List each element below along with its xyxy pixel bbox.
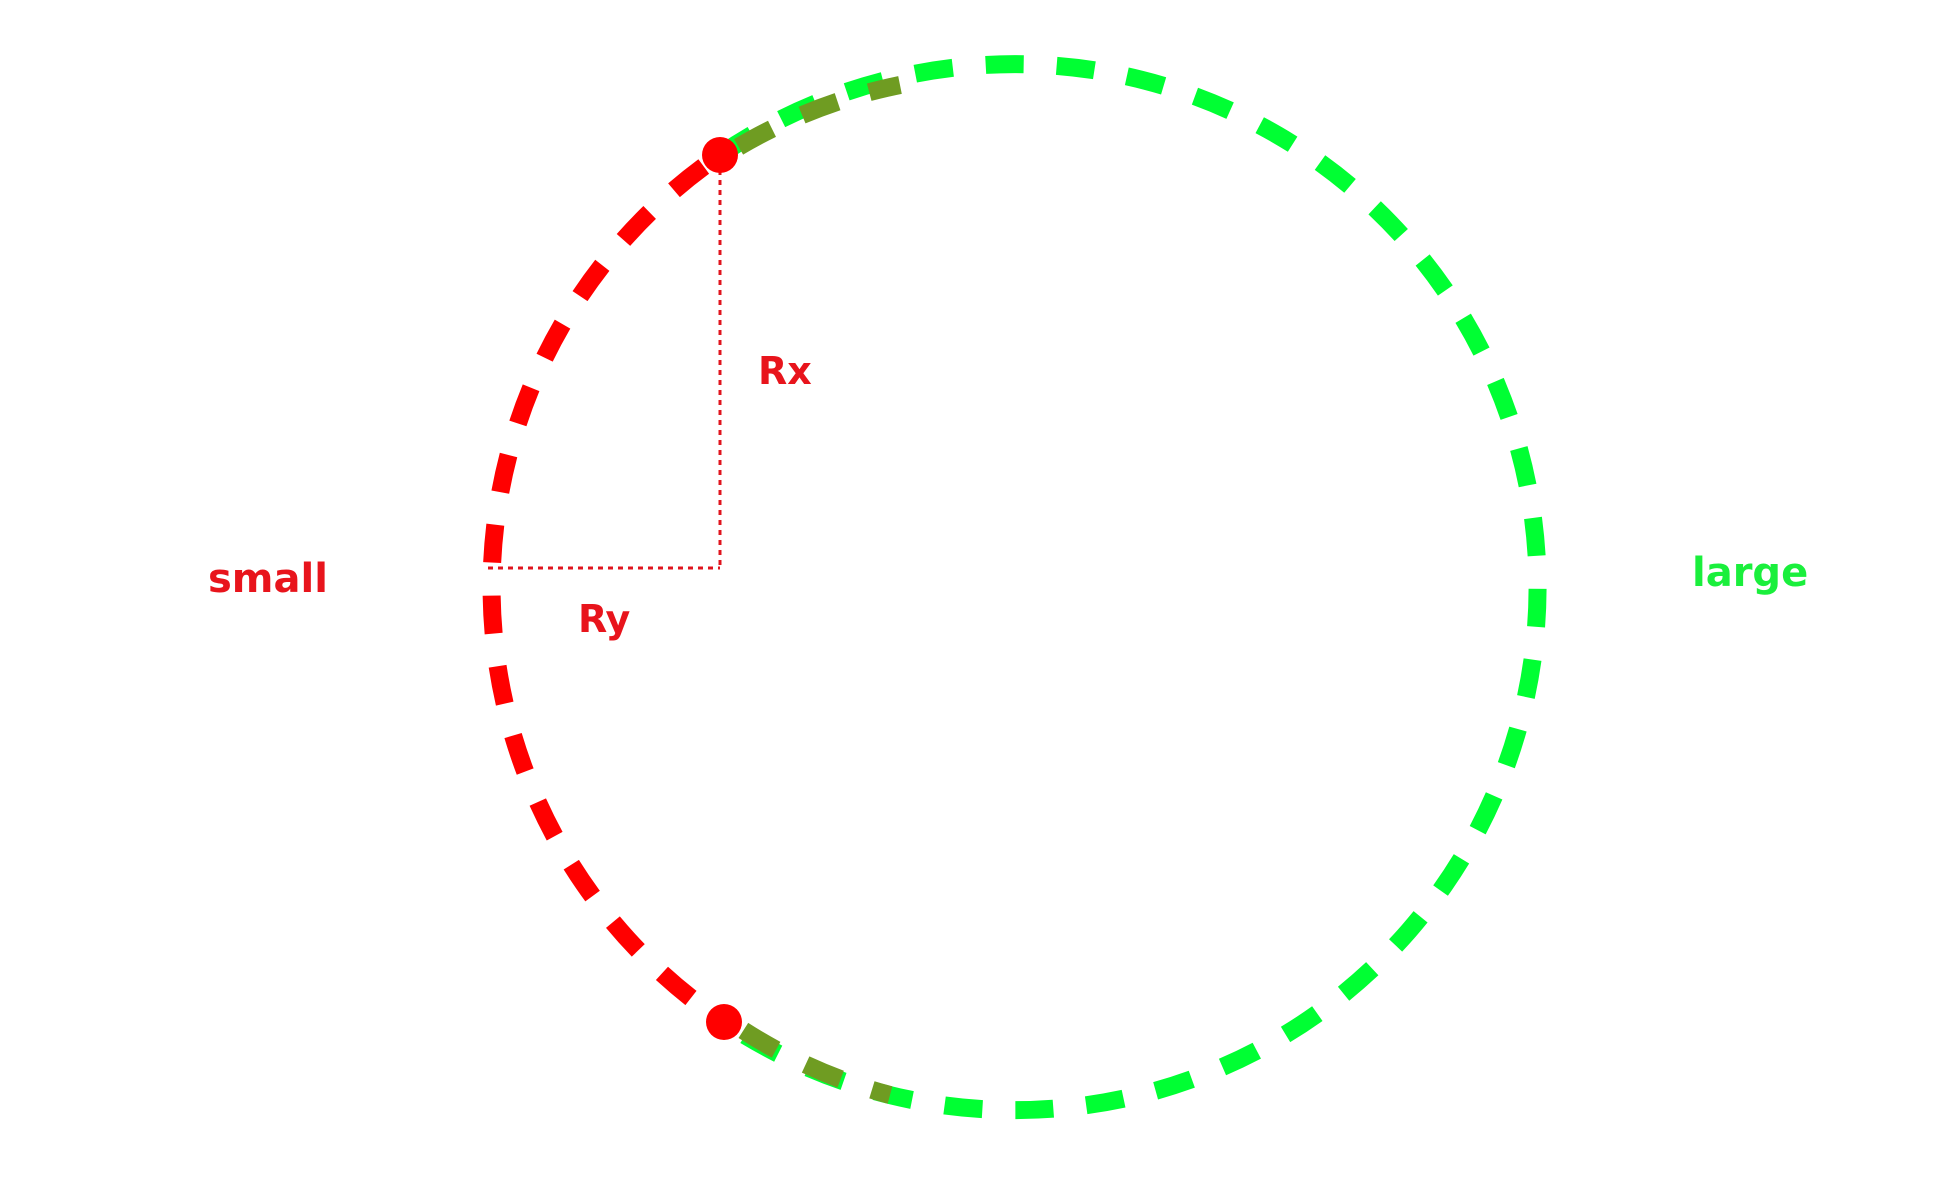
end-point xyxy=(706,1004,742,1040)
start-point xyxy=(702,137,738,173)
blend-segment-top xyxy=(725,76,902,160)
blend-segment-bottom xyxy=(730,1017,893,1104)
rx-label: Rx xyxy=(758,349,812,393)
small-arc xyxy=(482,147,730,1030)
ry-label: Ry xyxy=(578,597,631,641)
large-label: large xyxy=(1692,550,1808,596)
large-arc xyxy=(714,55,1547,1120)
small-label: small xyxy=(208,556,328,602)
